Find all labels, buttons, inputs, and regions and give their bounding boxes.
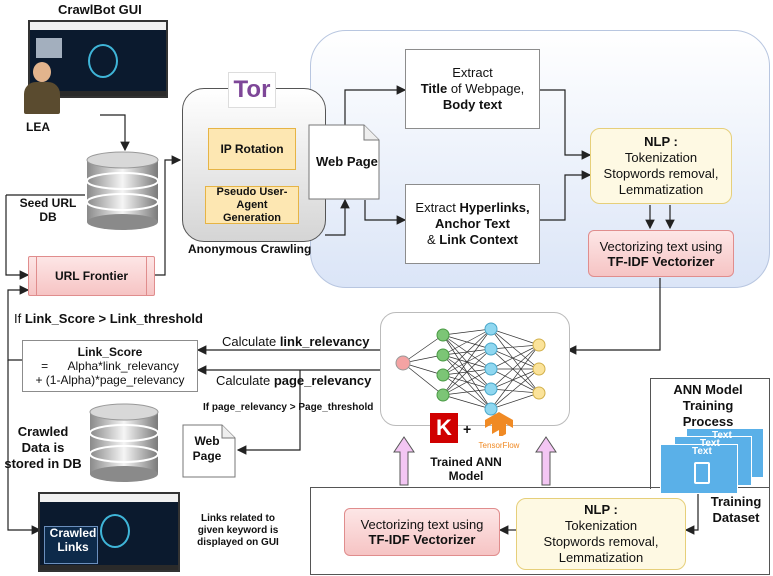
crawled-links-gui-screenshot xyxy=(38,492,180,572)
url-frontier-box: URL Frontier xyxy=(28,256,155,296)
web-page-label: Web Page xyxy=(316,154,378,169)
calculate-page-relevancy-label: Calculate page_relevancy xyxy=(216,373,372,388)
document-icon xyxy=(694,462,710,484)
training-documents-icon: Text Text Text xyxy=(656,428,764,494)
plus-sign: + xyxy=(463,421,472,437)
link-condition-label: If Link_Score > Link_threshold xyxy=(14,311,203,326)
page-condition-label: If page_relevancy > Page_threshold xyxy=(203,402,374,413)
crawled-links-label: Crawled Links xyxy=(49,526,97,554)
pseudo-user-agent-box: Pseudo User-Agent Generation xyxy=(205,186,299,224)
extract-links-box: Extract Hyperlinks, Anchor Text & Link C… xyxy=(405,184,540,264)
links-related-label: Links related to given keyword is displa… xyxy=(197,513,279,548)
tensorflow-logo: TensorFlow xyxy=(476,410,522,450)
nlp-bottom-box: NLP : Tokenization Stopwords removal, Le… xyxy=(516,498,686,570)
training-arrow-left xyxy=(393,436,415,486)
spider-icon xyxy=(88,44,118,78)
training-dataset-label: Training Dataset xyxy=(710,494,762,525)
crawlbot-gui-title: CrawlBot GUI xyxy=(58,2,142,17)
training-panel xyxy=(310,487,770,575)
anonymous-crawling-label: Anonymous Crawling xyxy=(188,242,312,256)
seed-url-db-icon xyxy=(85,150,160,230)
trained-ann-label: Trained ANN Model xyxy=(430,455,502,483)
tor-logo: Tor xyxy=(228,72,276,108)
ann-training-panel-frame xyxy=(650,378,770,489)
url-frontier-label: URL Frontier xyxy=(54,268,129,283)
lea-label: LEA xyxy=(26,120,50,134)
web-page-small-label: Web Page xyxy=(192,434,222,463)
crawled-data-db-icon xyxy=(88,402,160,484)
keras-logo: K xyxy=(430,413,458,443)
nlp-top-box: NLP : Tokenization Stopwords removal, Le… xyxy=(590,128,732,204)
tfidf-vectorizer-top-box: Vectorizing text using TF-IDF Vectorizer xyxy=(588,230,734,277)
crawled-data-label: Crawled Data is stored in DB xyxy=(4,424,82,471)
calculate-link-relevancy-label: Calculate link_relevancy xyxy=(222,334,370,349)
training-arrow-right xyxy=(535,436,557,486)
lea-officer-icon xyxy=(22,62,62,114)
ann-network-diagram xyxy=(380,312,570,426)
tfidf-vectorizer-bottom-box: Vectorizing text using TF-IDF Vectorizer xyxy=(344,508,500,556)
web-page-document xyxy=(308,124,380,200)
link-score-box: Link_Score = Alpha*link_relevancy + (1-A… xyxy=(22,340,198,392)
ann-training-label: ANN Model Training Process xyxy=(673,382,743,429)
web-page-small-document xyxy=(182,424,236,478)
extract-title-box: Extract Title of Webpage, Body text xyxy=(405,49,540,129)
seed-url-db-label: Seed URL DB xyxy=(19,196,77,224)
ip-rotation-box: IP Rotation xyxy=(208,128,296,170)
